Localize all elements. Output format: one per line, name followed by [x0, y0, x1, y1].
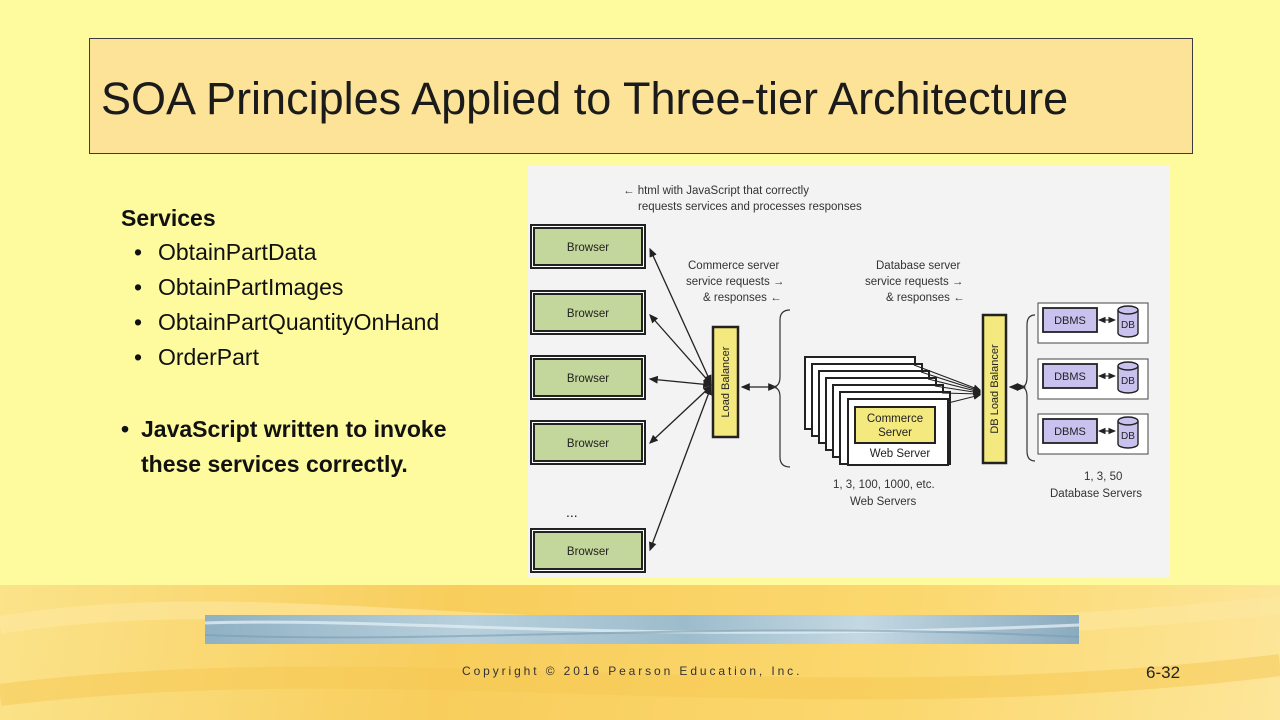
- service-item: • ObtainPartQuantityOnHand: [121, 307, 439, 342]
- band-swirl-decoration: [0, 596, 1280, 706]
- texture-strip: [205, 615, 1079, 644]
- service-item-label: OrderPart: [158, 344, 259, 370]
- dbms-label: DBMS: [1054, 426, 1086, 438]
- db-servers-caption-1: 1, 3, 50: [1084, 471, 1122, 483]
- db-label: DB: [1121, 431, 1135, 442]
- dbms-label: DBMS: [1054, 371, 1086, 383]
- web-servers-caption-1: 1, 3, 100, 1000, etc.: [833, 479, 935, 491]
- browser-label: Browser: [567, 373, 609, 385]
- browser-node: Browser: [530, 355, 646, 400]
- database-note-line-3: & responses ←: [886, 292, 965, 304]
- commerce-server-label-2: Server: [878, 427, 912, 439]
- db-label: DB: [1121, 320, 1135, 331]
- browser-node: Browser: [530, 420, 646, 465]
- db-load-balancer-label: DB Load Balancer: [989, 344, 1001, 434]
- db-servers-caption-2: Database Servers: [1050, 488, 1142, 500]
- database-server: DBMS DB: [1037, 302, 1149, 344]
- load-balancer-label: Load Balancer: [720, 346, 732, 417]
- web-server-label: Web Server: [870, 448, 931, 460]
- service-item: • ObtainPartImages: [121, 272, 439, 307]
- top-note-line-1: ← html with JavaScript that correctly: [623, 185, 809, 197]
- browser-node: Browser: [530, 528, 646, 573]
- browser-label: Browser: [567, 308, 609, 320]
- browser-label: Browser: [567, 546, 609, 558]
- services-list: Services • ObtainPartData • ObtainPartImag…: [121, 203, 439, 377]
- commerce-note-line-3: & responses ←: [703, 292, 782, 304]
- top-note-line-2: requests services and processes response…: [638, 201, 862, 213]
- web-server-stack: Commerce Server Web Server: [804, 356, 951, 466]
- databases-brace: [1020, 314, 1036, 462]
- service-item-label: ObtainPartImages: [158, 274, 344, 300]
- service-item: • OrderPart: [121, 342, 439, 377]
- commerce-server-label-1: Commerce: [867, 413, 923, 425]
- webservers-brace: [771, 309, 791, 468]
- copyright-text: Copyright © 2016 Pearson Education, Inc.: [462, 664, 803, 678]
- service-item-label: ObtainPartData: [158, 239, 317, 265]
- javascript-note-text: JavaScript written to invoke these servi…: [141, 416, 447, 477]
- web-servers-caption-2: Web Servers: [850, 496, 917, 508]
- commerce-note-line-1: Commerce server: [688, 260, 780, 272]
- database-note-line-1: Database server: [876, 260, 961, 272]
- javascript-note: • JavaScript written to invoke these ser…: [121, 412, 461, 482]
- db-label: DB: [1121, 376, 1135, 387]
- bullet: •: [134, 344, 143, 370]
- service-item-label: ObtainPartQuantityOnHand: [158, 309, 440, 335]
- browser-label: Browser: [567, 242, 609, 254]
- bullet: •: [134, 239, 143, 265]
- database-note-line-2: service requests →: [865, 276, 963, 288]
- browser-label: Browser: [567, 438, 609, 450]
- db-load-balancer: [981, 313, 1008, 465]
- page-number: 6-32: [1146, 663, 1181, 682]
- service-item: • ObtainPartData: [121, 237, 439, 272]
- database-server: DBMS DB: [1037, 358, 1149, 400]
- browser-node: Browser: [530, 224, 646, 269]
- database-server: DBMS DB: [1037, 413, 1149, 455]
- bullet: •: [134, 309, 143, 335]
- dbms-label: DBMS: [1054, 315, 1086, 327]
- services-heading: Services: [121, 205, 216, 231]
- commerce-note-line-2: service requests →: [686, 276, 784, 288]
- architecture-diagram: ← html with JavaScript that correctly re…: [528, 165, 1170, 577]
- browser-connections: [648, 247, 713, 552]
- browser-node: Browser: [530, 290, 646, 335]
- load-balancer: [711, 325, 740, 439]
- slide-title: SOA Principles Applied to Three-tier Arc…: [101, 73, 1069, 124]
- title-box: [89, 38, 1193, 154]
- bullet: •: [134, 274, 143, 300]
- browser-ellipsis: ...: [566, 504, 578, 520]
- webserver-to-dblb-arrows: [913, 364, 982, 404]
- bullet: •: [121, 416, 130, 442]
